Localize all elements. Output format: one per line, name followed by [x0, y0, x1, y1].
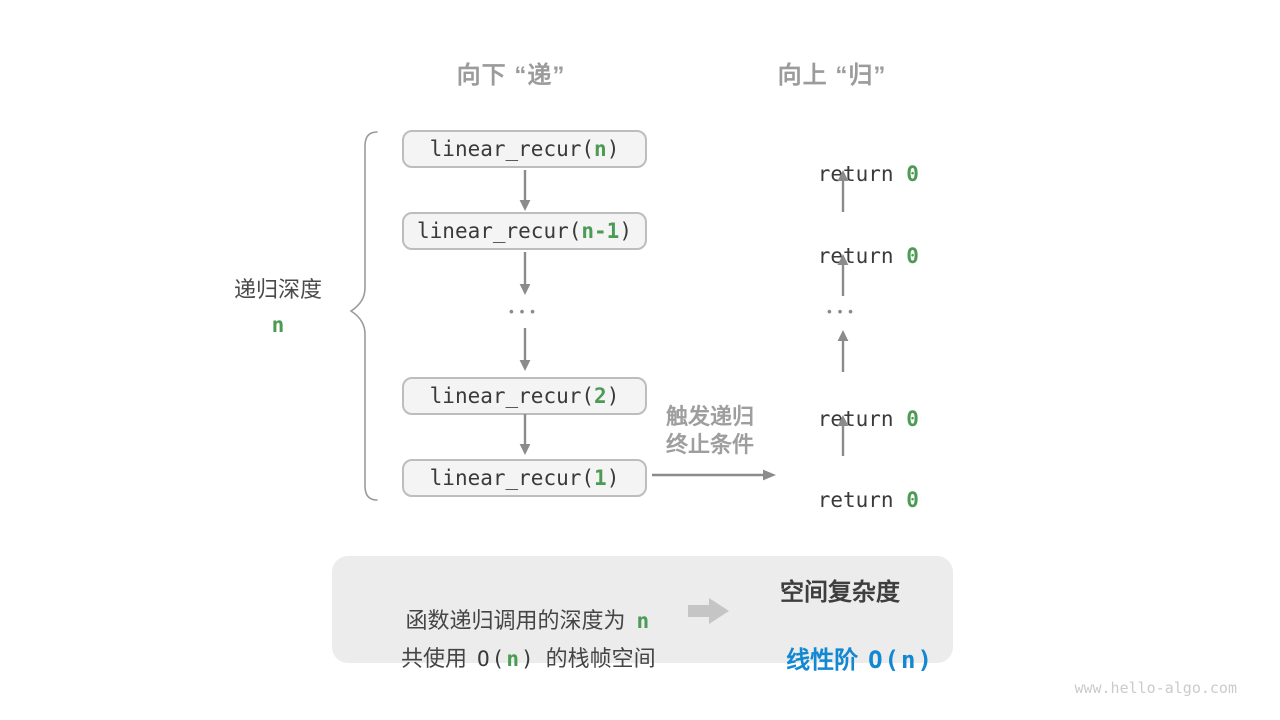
trigger-line2: 终止条件: [665, 432, 754, 457]
return-keyword: return: [817, 162, 907, 186]
call-box-2: linear_recur(2): [402, 377, 647, 415]
summary-line1: 函数递归调用的深度为 n: [345, 577, 675, 661]
return-statement: return 0: [765, 138, 921, 210]
big-o-close: ): [520, 647, 536, 671]
return-value: 0: [906, 162, 919, 186]
complexity-notation: O(n): [868, 646, 934, 674]
block-arrow-right-icon: [688, 598, 729, 624]
call-text: linear_recur(: [429, 137, 595, 161]
call-text: ): [619, 219, 632, 243]
space-complexity-title: 空间复杂度: [780, 579, 900, 606]
call-text: ): [606, 384, 620, 408]
call-text: ): [606, 466, 620, 490]
arrow-down-icon: [519, 414, 531, 455]
call-text: linear_recur(: [429, 466, 595, 490]
summary-line2-post: 的栈帧空间: [545, 646, 656, 671]
call-arg: 1: [594, 466, 607, 490]
return-value: 0: [906, 244, 919, 268]
recursion-depth-label-group: 递归深度 n: [198, 277, 358, 337]
return-keyword: return: [817, 244, 907, 268]
call-arg: n: [594, 137, 607, 161]
return-value: 0: [906, 488, 919, 512]
return-value: 0: [906, 407, 919, 431]
watermark: www.hello-algo.com: [1074, 679, 1237, 697]
ellipsis-return-column: •••: [827, 304, 859, 319]
space-complexity-result: 线性阶 O(n): [740, 612, 940, 703]
trigger-condition-label: 触发递归 终止条件: [645, 403, 775, 459]
depth-brace: [349, 131, 378, 501]
big-o-var: n: [506, 647, 521, 671]
recursion-depth-value: n: [271, 313, 285, 337]
return-statement: return 0: [765, 220, 921, 292]
return-statement: return 0: [765, 464, 921, 536]
arrow-up-icon: [837, 170, 849, 212]
call-box-n: linear_recur(n): [402, 130, 647, 168]
complexity-order-label: 线性阶: [786, 647, 859, 674]
call-text: linear_recur(: [429, 384, 595, 408]
recursion-depth-label: 递归深度: [233, 277, 322, 302]
header-upward-return: 向上 “归”: [777, 62, 887, 89]
arrow-up-icon: [837, 330, 849, 372]
ellipsis-call-column: •••: [509, 304, 541, 319]
summary-line2: 共使用 O(n) 的栈帧空间: [345, 615, 675, 699]
trigger-line1: 触发递归: [665, 404, 754, 429]
call-text: ): [606, 137, 620, 161]
call-box-n-1: linear_recur(n-1): [402, 212, 647, 250]
return-keyword: return: [817, 488, 907, 512]
call-box-1: linear_recur(1): [402, 459, 647, 497]
arrow-right-icon: [652, 469, 776, 481]
arrow-up-icon: [837, 415, 849, 456]
summary-line1-text: 函数递归调用的深度为: [405, 608, 626, 633]
call-arg: n-1: [581, 219, 620, 243]
header-downward-recurse: 向下 “递”: [456, 62, 566, 89]
return-keyword: return: [817, 407, 907, 431]
call-text: linear_recur(: [417, 219, 582, 243]
arrow-down-icon: [519, 328, 531, 371]
arrow-down-icon: [519, 170, 531, 211]
arrow-up-icon: [837, 254, 849, 296]
return-statement: return 0: [765, 383, 921, 455]
summary-line1-var: n: [636, 609, 652, 633]
arrow-down-icon: [519, 252, 531, 295]
summary-line2-pre: 共使用: [401, 646, 468, 671]
call-arg: 2: [594, 384, 607, 408]
big-o-open: O(: [477, 647, 507, 671]
